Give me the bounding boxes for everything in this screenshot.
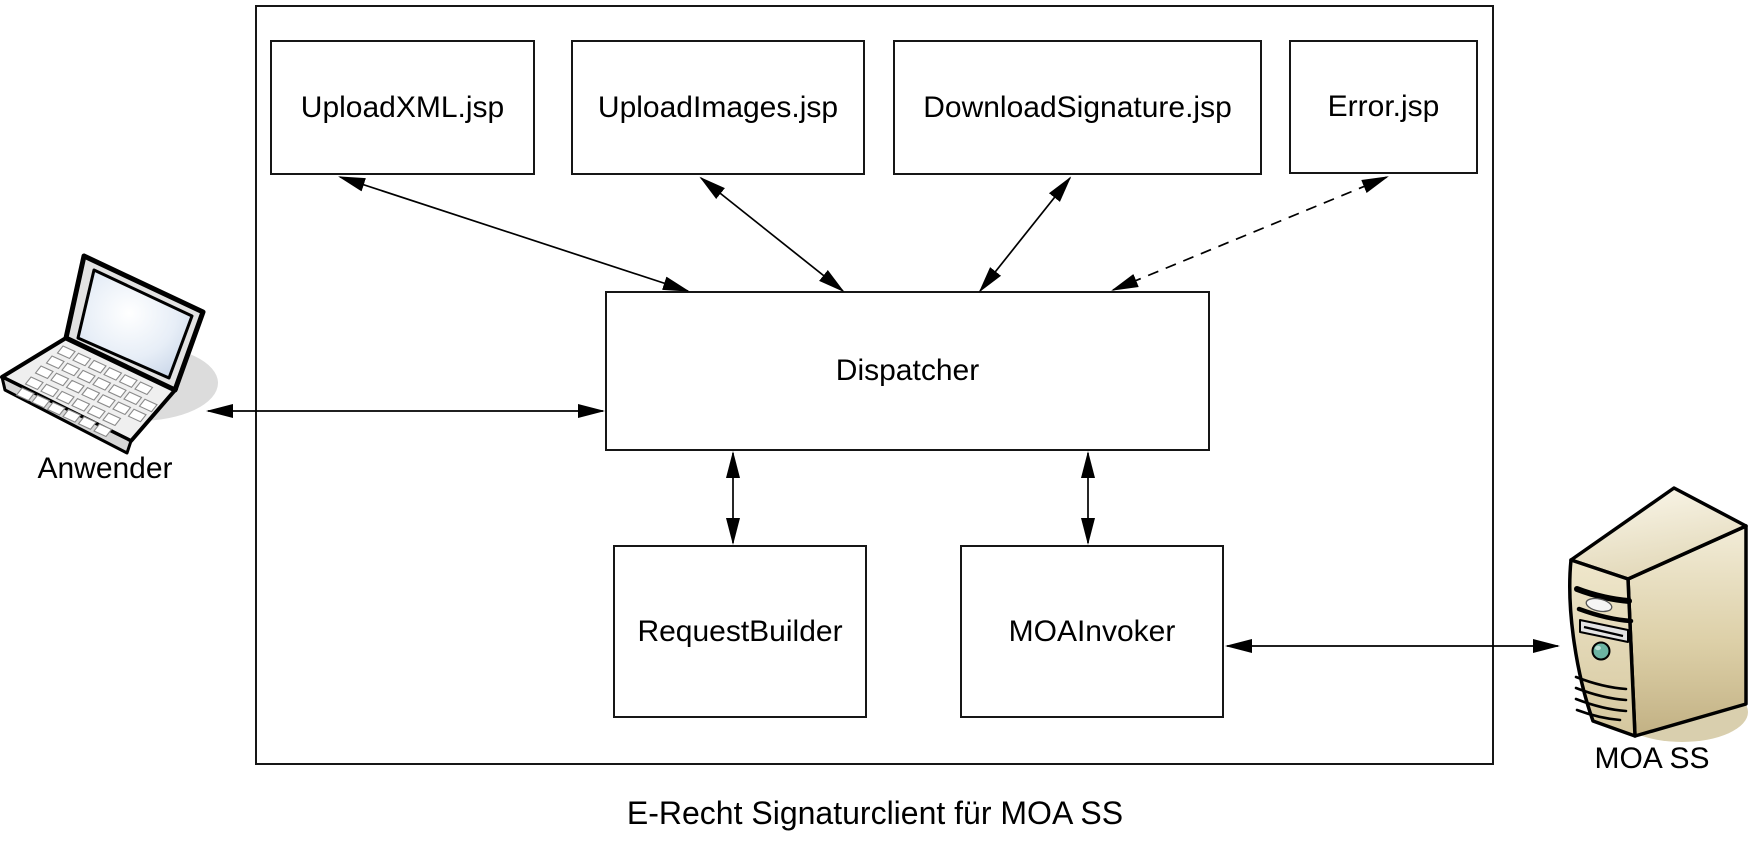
node-dispatcher-label: Dispatcher (835, 354, 980, 387)
node-moa-invoker-label: MOAInvoker (1008, 614, 1176, 648)
actor-label-anwender: Anwender (37, 452, 173, 485)
node-error: Error.jsp (1289, 40, 1478, 174)
node-request-builder-label: RequestBuilder (637, 614, 843, 648)
actor-label-moa-ss: MOA SS (1594, 742, 1710, 775)
node-dispatcher: Dispatcher (605, 291, 1210, 451)
diagram-caption: E-Recht Signaturclient für MOA SS (626, 795, 1124, 831)
node-upload-images-label: UploadImages.jsp (597, 90, 839, 124)
laptop-icon (0, 253, 218, 455)
node-error-label: Error.jsp (1327, 90, 1440, 123)
node-upload-xml-label: UploadXML.jsp (300, 90, 505, 124)
node-moa-invoker: MOAInvoker (960, 545, 1224, 718)
system-boundary-box (255, 5, 1494, 765)
server-icon (1568, 486, 1748, 742)
node-download-signature-label: DownloadSignature.jsp (923, 90, 1232, 124)
node-download-signature: DownloadSignature.jsp (893, 40, 1262, 175)
node-upload-xml: UploadXML.jsp (270, 40, 535, 175)
node-request-builder: RequestBuilder (613, 545, 867, 718)
node-upload-images: UploadImages.jsp (571, 40, 865, 175)
